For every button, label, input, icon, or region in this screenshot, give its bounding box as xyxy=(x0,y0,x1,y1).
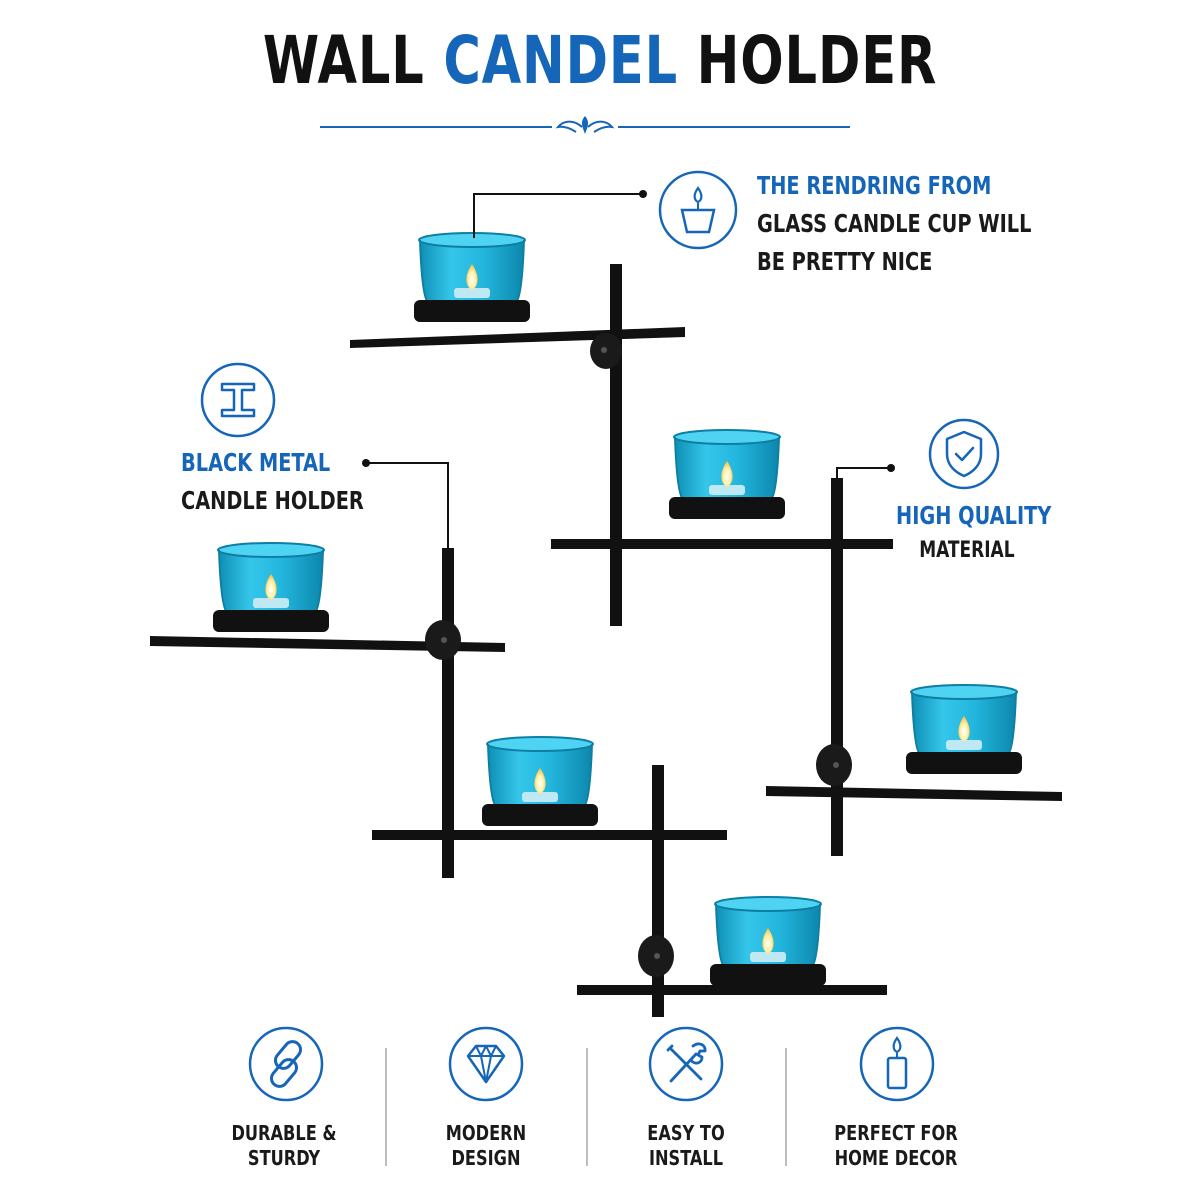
glass-callout-line2: BE PRETTY NICE xyxy=(757,247,933,276)
shield-check-icon xyxy=(928,418,1000,490)
feature-decor-line1: PERFECT FOR xyxy=(834,1121,958,1145)
feature-modern-line2: DESIGN xyxy=(451,1146,521,1170)
diamond-icon xyxy=(448,1026,524,1102)
metal-callout-line1: CANDLE HOLDER xyxy=(181,486,364,515)
quality-callout-line1: MATERIAL xyxy=(919,538,1015,563)
steel-beam-icon xyxy=(200,362,276,438)
quality-callout-heading: HIGH QUALITY xyxy=(896,501,1052,530)
title-part2: HOLDER xyxy=(696,22,938,99)
feature-install-line1: EASY TO xyxy=(647,1121,725,1145)
feature-durable-line1: DURABLE & xyxy=(231,1121,337,1145)
feature-durable: DURABLE & STURDY xyxy=(203,1121,365,1171)
quality-callout: HIGH QUALITY MATERIAL xyxy=(896,497,1051,567)
feature-decor: PERFECT FOR HOME DECOR xyxy=(815,1121,977,1171)
metal-callout: BLACK METAL CANDLE HOLDER xyxy=(181,444,364,520)
title-accent: CANDEL xyxy=(443,22,679,99)
ornament-divider xyxy=(320,116,850,134)
candle-cup-icon xyxy=(658,170,738,250)
candle-icon xyxy=(859,1026,935,1102)
feature-install: EASY TO INSTALL xyxy=(605,1121,767,1171)
page-title: WALL CANDEL HOLDER xyxy=(84,22,1116,99)
feature-modern-line1: MODERN xyxy=(445,1121,527,1145)
metal-callout-heading: BLACK METAL xyxy=(181,448,331,477)
feature-install-line2: INSTALL xyxy=(648,1146,724,1170)
title-part1: WALL xyxy=(262,22,425,99)
glass-callout-heading: THE RENDRING FROM xyxy=(757,171,992,200)
glass-callout: THE RENDRING FROM GLASS CANDLE CUP WILL … xyxy=(757,167,1031,281)
feature-modern: MODERN DESIGN xyxy=(405,1121,567,1171)
feature-divider xyxy=(785,1048,787,1166)
chain-link-icon xyxy=(248,1026,324,1102)
glass-callout-line1: GLASS CANDLE CUP WILL xyxy=(757,209,1032,238)
feature-divider xyxy=(586,1048,588,1166)
feature-decor-line2: HOME DECOR xyxy=(834,1146,958,1170)
tools-icon xyxy=(648,1026,724,1102)
feature-durable-line2: STURDY xyxy=(247,1146,321,1170)
feature-divider xyxy=(385,1048,387,1166)
